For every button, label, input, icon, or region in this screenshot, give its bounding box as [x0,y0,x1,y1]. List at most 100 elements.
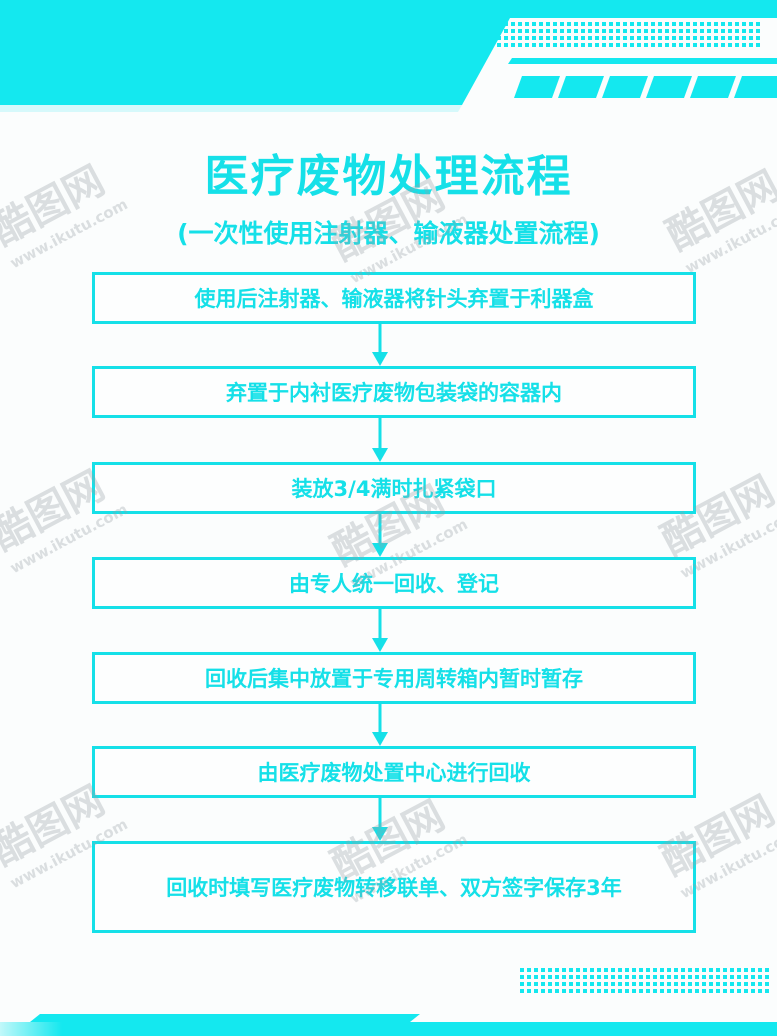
dot [476,29,480,33]
dot [765,982,769,986]
dot [679,43,683,47]
dot [667,968,671,972]
dot [546,43,550,47]
flow-step-1: 使用后注射器、输液器将针头弃置于利器盒 [92,272,696,324]
dot [469,29,473,33]
dot [569,968,573,972]
dot [590,982,594,986]
dot [765,968,769,972]
dot [553,36,557,40]
dot [658,22,662,26]
dot [749,29,753,33]
dot [590,968,594,972]
dot [756,36,760,40]
dot [686,36,690,40]
dot [749,22,753,26]
dot [681,975,685,979]
dot [604,982,608,986]
dot [602,43,606,47]
dot [616,29,620,33]
dot [441,43,445,47]
flow-arrow-4 [372,609,388,652]
dot [588,22,592,26]
dot [555,989,559,993]
dot [576,989,580,993]
dot [630,22,634,26]
dot [723,982,727,986]
dot [602,22,606,26]
dot [630,29,634,33]
dot [546,29,550,33]
dot [511,22,515,26]
dot [714,29,718,33]
dot [751,982,755,986]
dot [569,989,573,993]
dot [651,29,655,33]
dot [567,36,571,40]
dot [737,968,741,972]
dot [541,968,545,972]
dot [730,982,734,986]
dot [716,975,720,979]
dot [546,22,550,26]
dot [497,29,501,33]
dot [532,29,536,33]
dot [665,43,669,47]
dot [597,968,601,972]
flow-arrow-5 [372,704,388,746]
dot [541,982,545,986]
dot [483,43,487,47]
dot [616,43,620,47]
dot [667,982,671,986]
dot [625,975,629,979]
dot [700,36,704,40]
dot [576,968,580,972]
dot [623,29,627,33]
dot [737,989,741,993]
dot [611,989,615,993]
dot [490,36,494,40]
dot [709,968,713,972]
dot [660,982,664,986]
bottom-dot-pattern [520,968,769,993]
dot [702,989,706,993]
dot [632,982,636,986]
dot [441,22,445,26]
dot [693,43,697,47]
dot [625,968,629,972]
dot [548,968,552,972]
dot [469,43,473,47]
dot [674,982,678,986]
dot [709,982,713,986]
dot [623,22,627,26]
dot [448,36,452,40]
dot [420,22,424,26]
dot [562,982,566,986]
dot [595,43,599,47]
dot [742,22,746,26]
dot [688,968,692,972]
dot [686,43,690,47]
dot [420,43,424,47]
dot [681,989,685,993]
dot [588,36,592,40]
dot [504,29,508,33]
dot [562,989,566,993]
dot [448,22,452,26]
dot [693,22,697,26]
dot [686,29,690,33]
flow-step-4: 由专人统一回收、登记 [92,557,696,609]
dot [518,43,522,47]
dot [674,975,678,979]
dot [660,968,664,972]
dot [455,43,459,47]
dot [737,975,741,979]
dot [672,22,676,26]
dot [758,975,762,979]
flow-arrow-6 [372,798,388,841]
dot [534,989,538,993]
dot [639,989,643,993]
dot [646,968,650,972]
dot [707,36,711,40]
dot [553,22,557,26]
